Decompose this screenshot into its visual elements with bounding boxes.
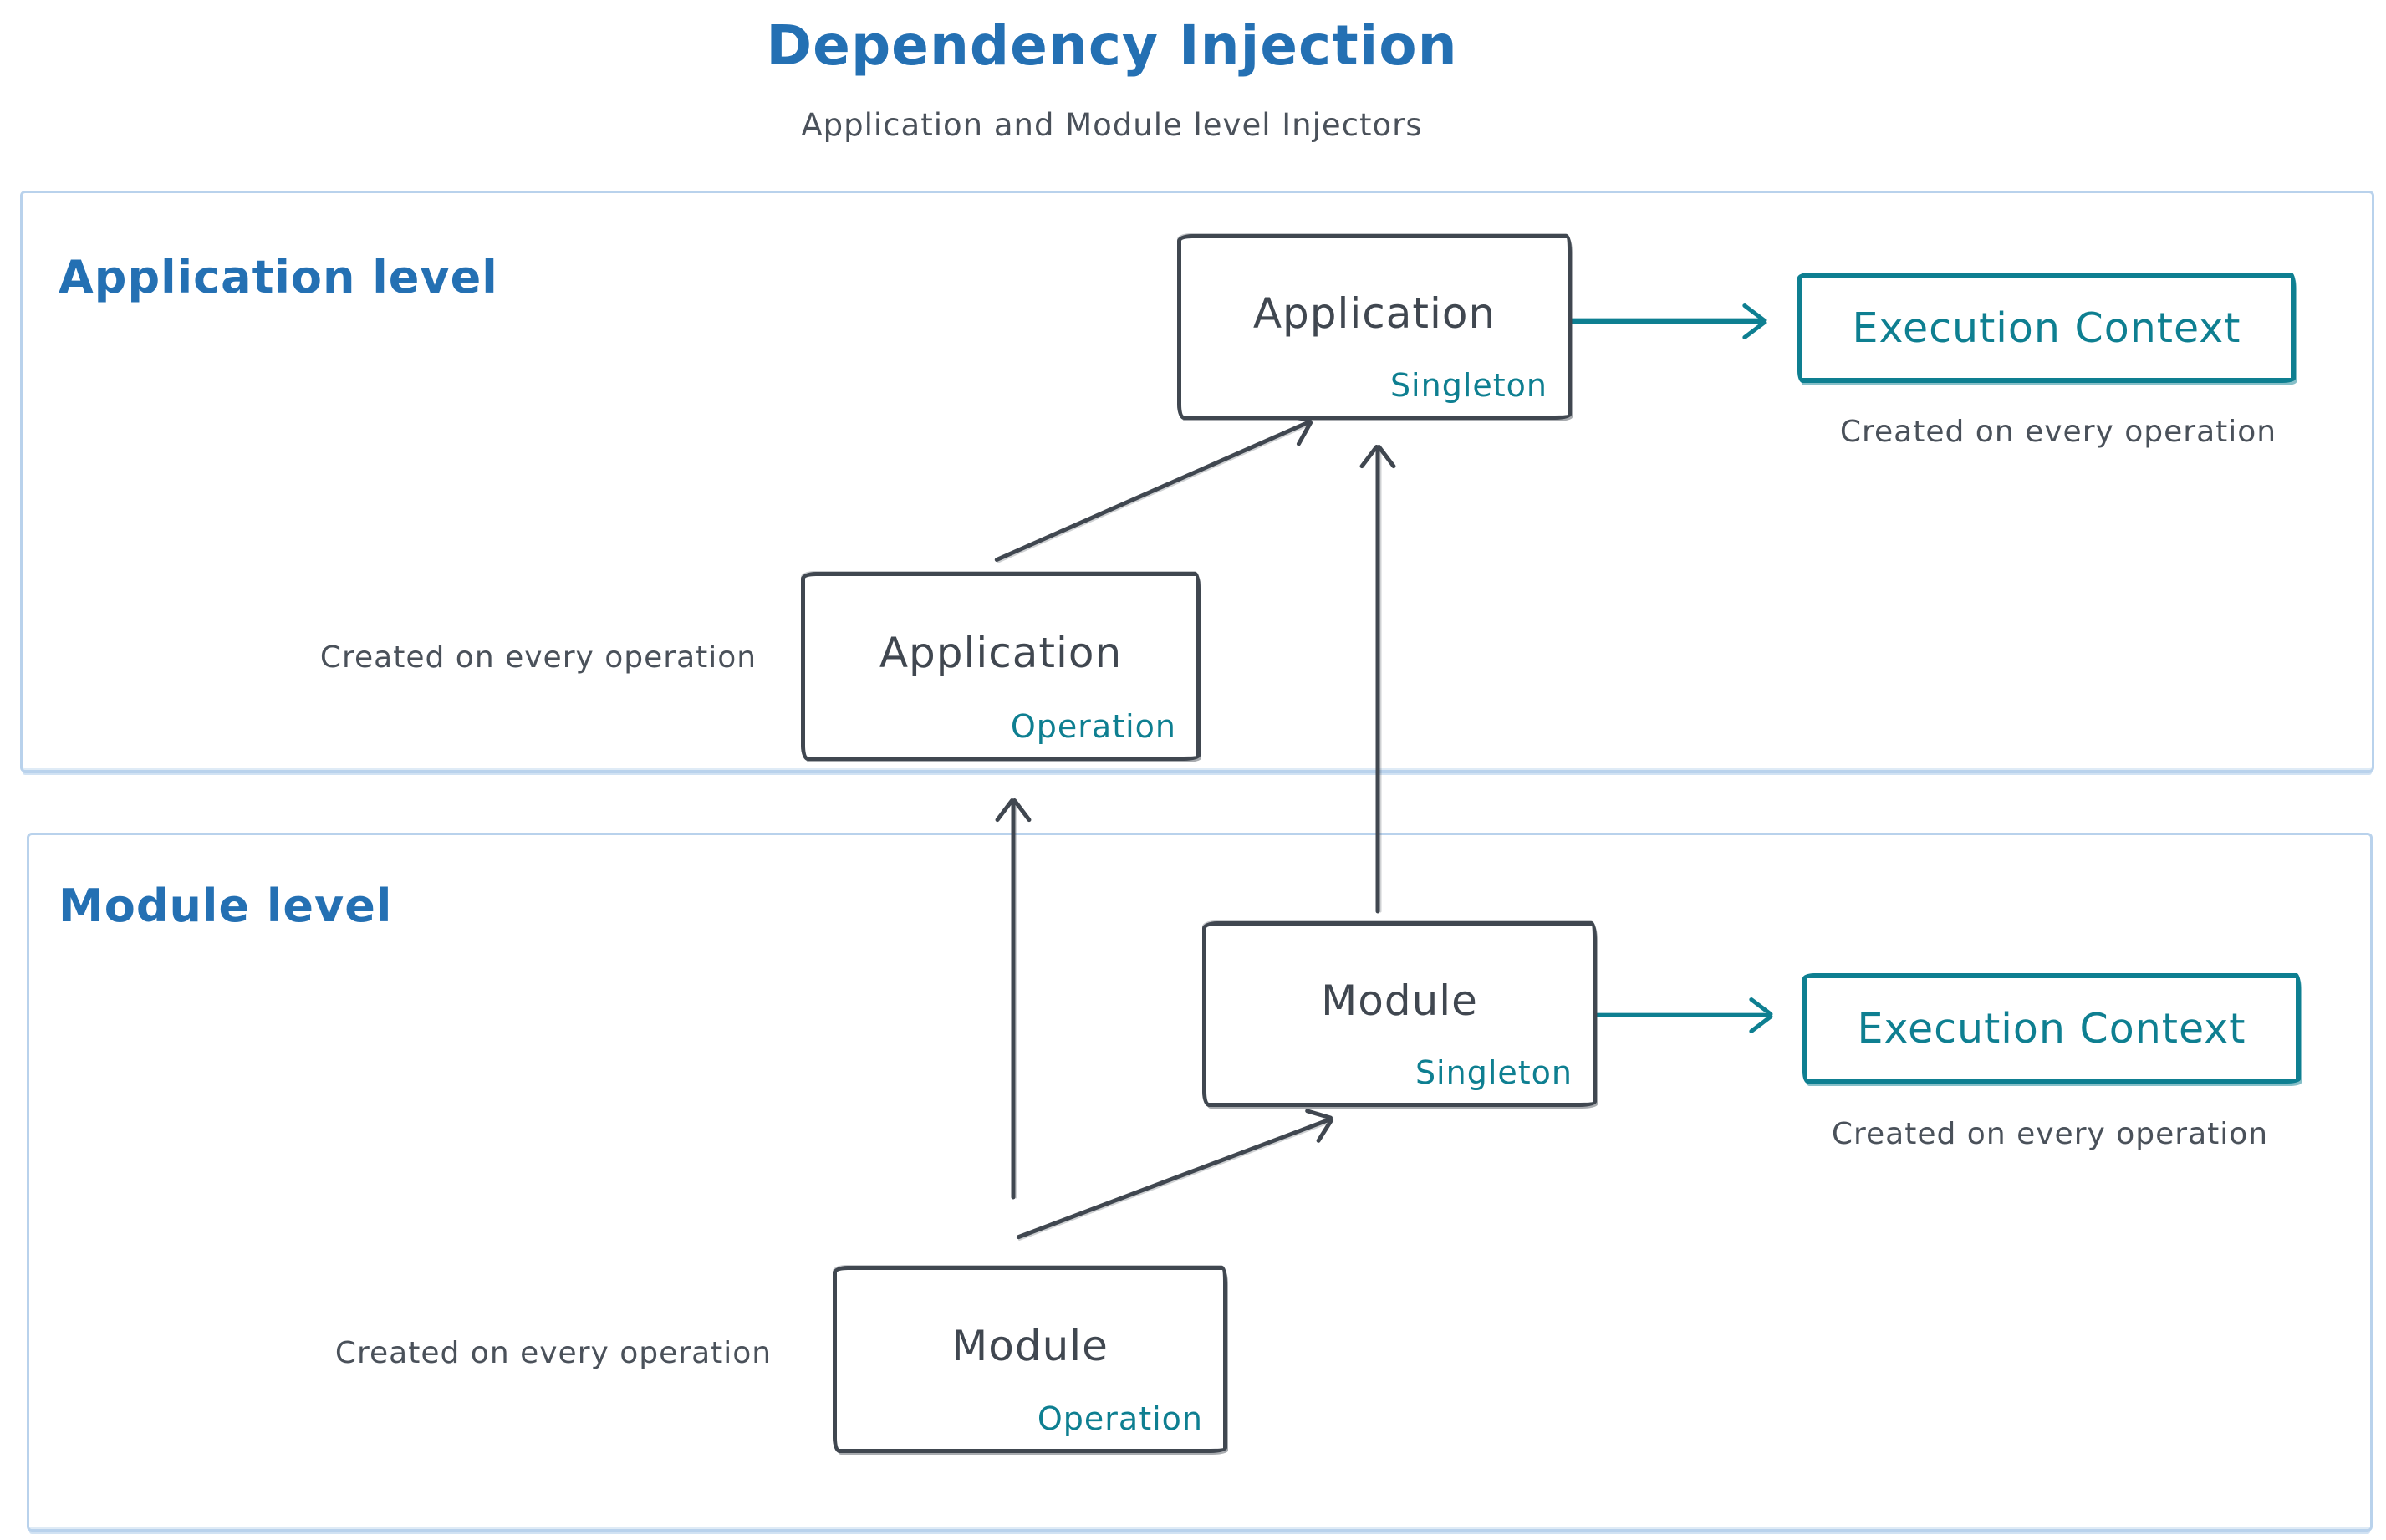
module-execution-context-note: Created on every operation bbox=[1831, 1117, 2269, 1151]
module-singleton-box: Module Singleton bbox=[1202, 921, 1597, 1107]
application-singleton-box: Application Singleton bbox=[1177, 234, 1572, 420]
application-operation-tag: Operation bbox=[1010, 708, 1176, 745]
module-level-label: Module level bbox=[59, 880, 393, 932]
module-operation-note: Created on every operation bbox=[334, 1336, 772, 1370]
application-execution-context-box: Execution Context bbox=[1797, 273, 2296, 383]
application-level-region bbox=[20, 191, 2374, 773]
application-level-label: Application level bbox=[59, 251, 498, 303]
arrow-app-singleton-to-execution-context bbox=[1565, 319, 1764, 324]
application-operation-title: Application bbox=[879, 629, 1123, 677]
arrow-module-operation-to-app-operation bbox=[1011, 800, 1016, 1200]
arrow-module-singleton-to-execution-context bbox=[1590, 1013, 1771, 1017]
arrow-module-singleton-to-app-singleton bbox=[1375, 446, 1380, 914]
module-operation-title: Module bbox=[951, 1322, 1109, 1370]
application-execution-context-note: Created on every operation bbox=[1839, 415, 2277, 449]
diagram-title: Dependency Injection bbox=[766, 13, 1458, 78]
module-singleton-tag: Singleton bbox=[1415, 1054, 1573, 1091]
module-operation-tag: Operation bbox=[1037, 1400, 1203, 1437]
application-singleton-tag: Singleton bbox=[1389, 367, 1547, 404]
module-operation-box: Module Operation bbox=[833, 1266, 1227, 1453]
module-level-region bbox=[27, 833, 2373, 1532]
application-singleton-title: Application bbox=[1252, 289, 1496, 338]
application-operation-note: Created on every operation bbox=[319, 640, 757, 675]
diagram-subtitle: Application and Module level Injectors bbox=[801, 107, 1423, 143]
module-singleton-title: Module bbox=[1321, 977, 1478, 1025]
module-execution-context-box: Execution Context bbox=[1802, 973, 2301, 1084]
application-operation-box: Application Operation bbox=[801, 572, 1201, 761]
